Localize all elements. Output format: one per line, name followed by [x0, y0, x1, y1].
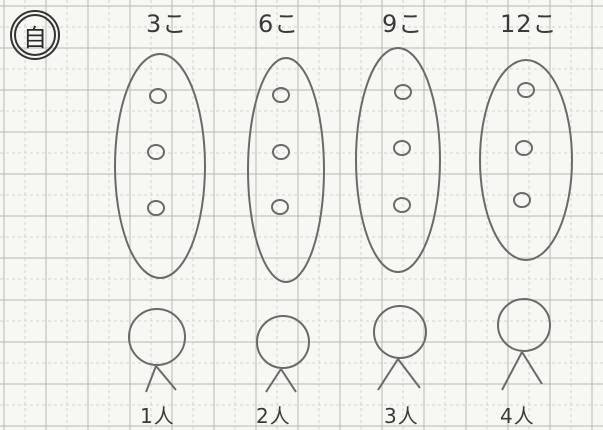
- bag-2: [248, 58, 324, 282]
- dot: [394, 198, 410, 212]
- people-label-1: 1人: [140, 400, 175, 429]
- dot: [514, 193, 530, 207]
- dot: [395, 85, 411, 99]
- people-label-2: 2人: [256, 400, 291, 429]
- dot: [394, 141, 410, 155]
- dot: [273, 145, 289, 159]
- person-2: [257, 316, 309, 392]
- dot: [150, 89, 166, 103]
- people-label-4: 4人: [500, 400, 535, 429]
- dot: [273, 88, 289, 102]
- dot: [518, 83, 534, 97]
- bag-1: [115, 54, 205, 278]
- dot: [516, 141, 532, 155]
- bag-3: [356, 48, 440, 272]
- dot: [148, 201, 164, 215]
- dot: [272, 200, 288, 214]
- dot: [148, 145, 164, 159]
- person-4: [498, 299, 550, 390]
- person-1: [129, 309, 185, 392]
- person-3: [374, 306, 426, 390]
- people-label-3: 3人: [384, 400, 419, 429]
- bag-4: [480, 60, 572, 260]
